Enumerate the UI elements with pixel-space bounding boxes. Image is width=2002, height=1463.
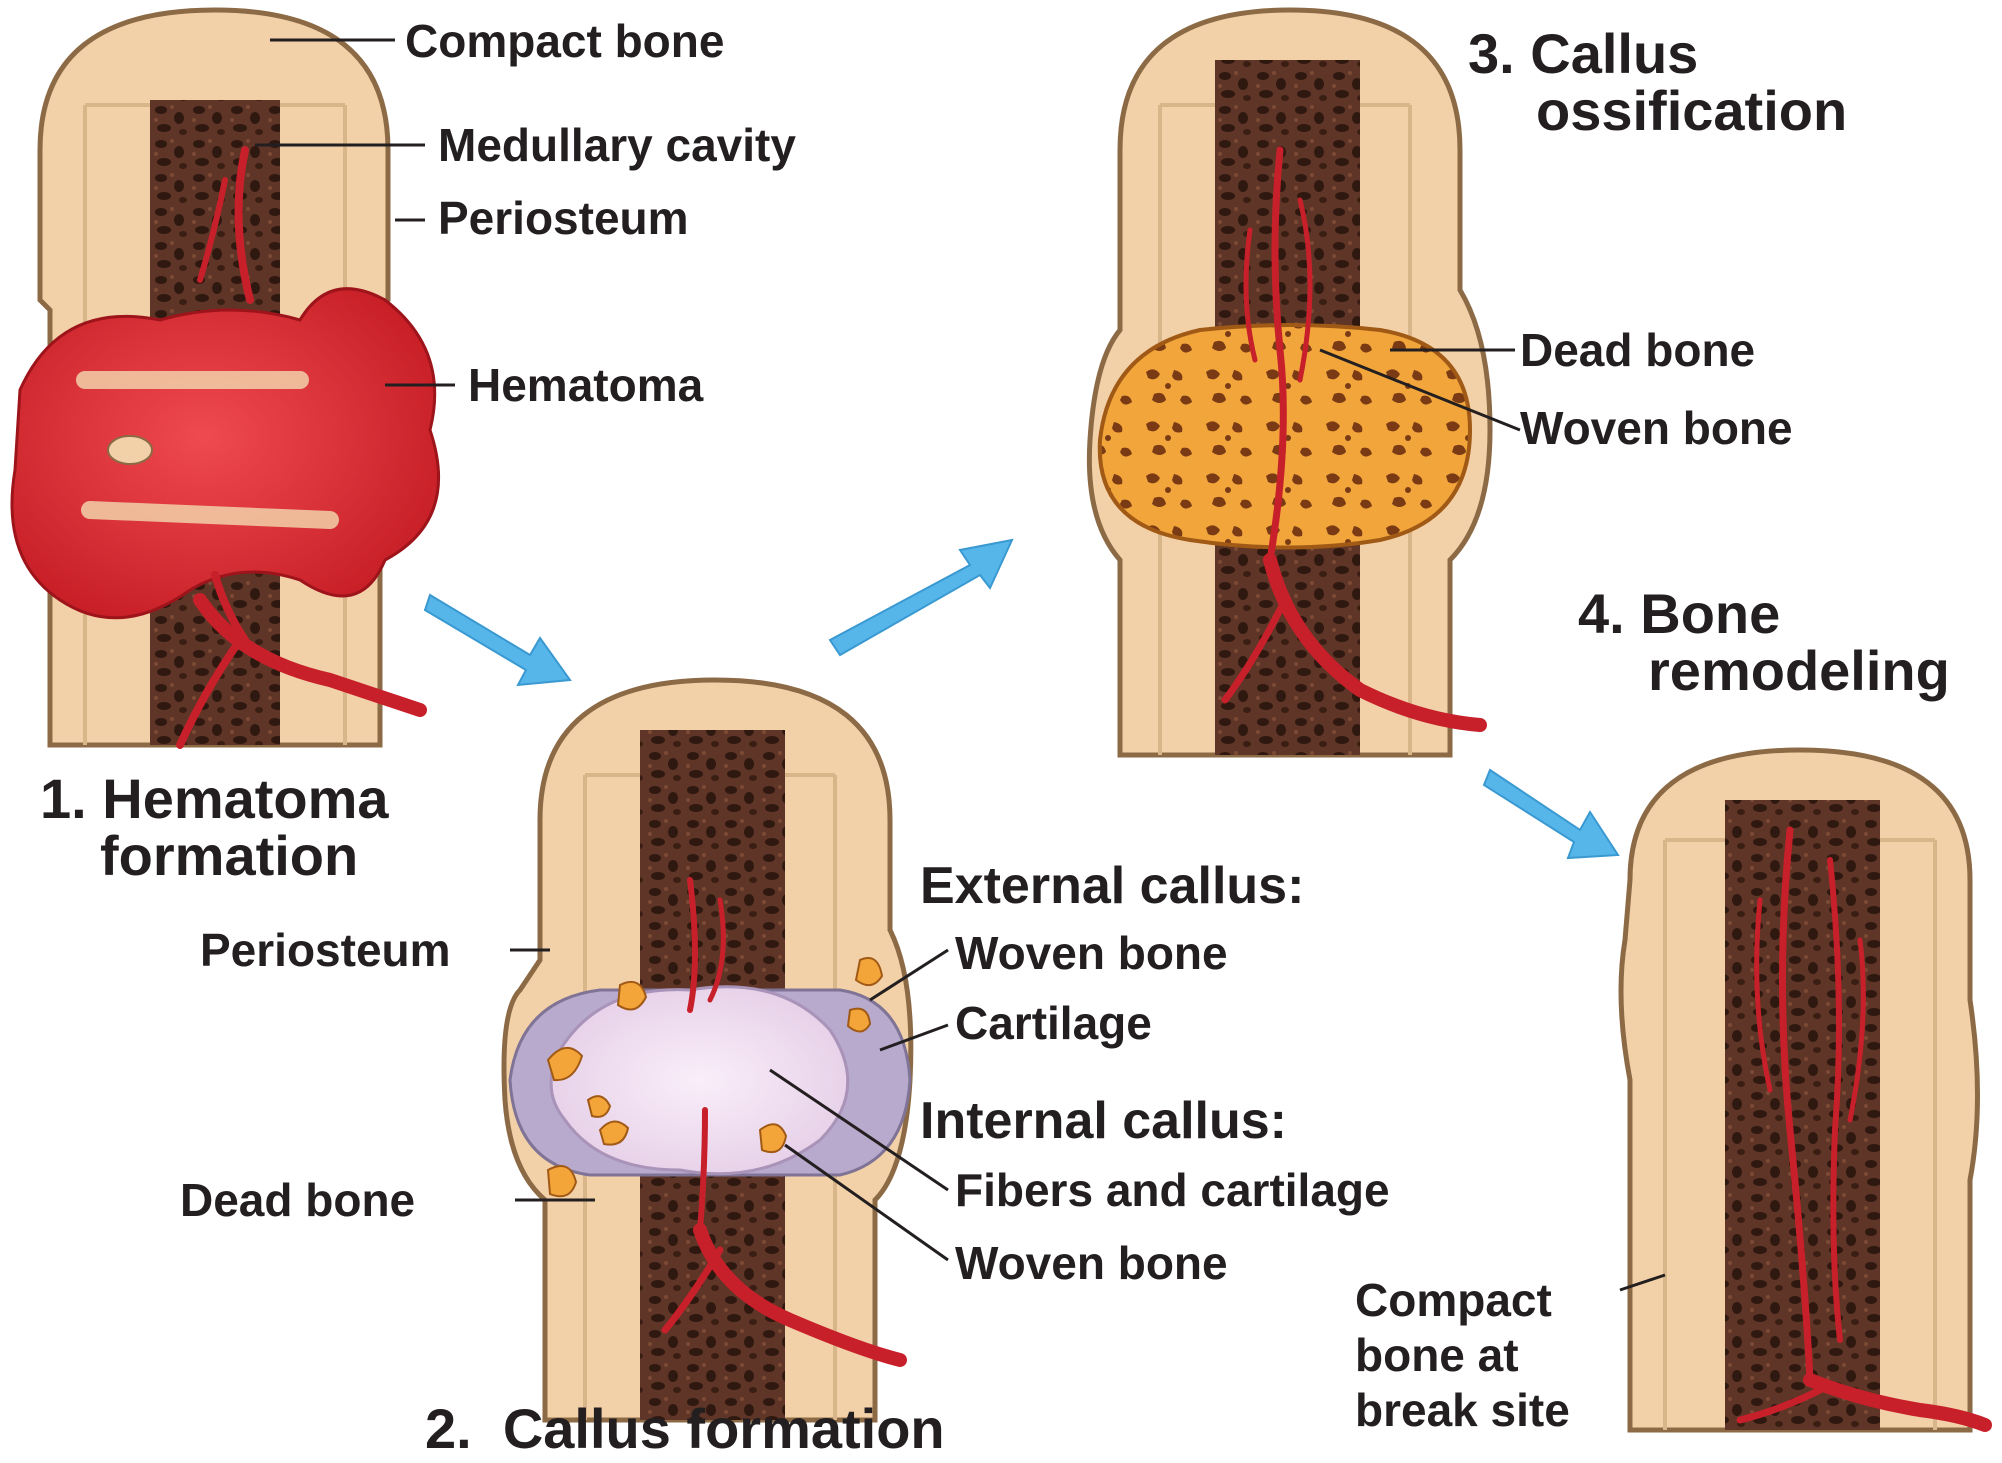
stage-4-title: 4. Bone remodeling bbox=[1578, 585, 1950, 699]
hematoma-mass bbox=[12, 289, 439, 618]
label-medullary-cavity: Medullary cavity bbox=[438, 122, 796, 168]
arrow-1-to-2-icon bbox=[425, 595, 570, 685]
label-hematoma: Hematoma bbox=[468, 362, 703, 408]
label-internal-woven-bone: Woven bone bbox=[955, 1240, 1228, 1286]
label-compact-bone-line3: break site bbox=[1355, 1383, 1570, 1438]
internal-callus-fibers-cartilage bbox=[551, 987, 848, 1174]
stage-2-callus-formation-illustration bbox=[504, 680, 911, 1420]
stage-1-title: 1. Hematoma formation bbox=[40, 770, 389, 884]
label-fibers-and-cartilage: Fibers and cartilage bbox=[955, 1167, 1390, 1213]
stage-3-title-line2: ossification bbox=[1468, 82, 1847, 139]
label-compact-bone-at-break-site: Compact bone at break site bbox=[1355, 1273, 1570, 1439]
label-compact-bone: Compact bone bbox=[405, 18, 724, 64]
stage-1-title-line2: formation bbox=[40, 827, 389, 884]
label-dead-bone-stage-2: Dead bone bbox=[180, 1177, 415, 1223]
label-cartilage: Cartilage bbox=[955, 1000, 1152, 1046]
stage-4-title-line2: remodeling bbox=[1578, 642, 1950, 699]
label-compact-bone-line1: Compact bbox=[1355, 1273, 1570, 1328]
stage-1-hematoma-illustration bbox=[12, 10, 439, 745]
arrow-2-to-3-icon bbox=[830, 540, 1012, 655]
label-periosteum: Periosteum bbox=[438, 195, 689, 241]
label-dead-bone-stage-3: Dead bone bbox=[1520, 327, 1755, 373]
label-external-callus-heading: External callus: bbox=[920, 860, 1304, 912]
label-external-woven-bone: Woven bone bbox=[955, 930, 1228, 976]
stage-4-title-line1: 4. Bone bbox=[1578, 585, 1950, 642]
stage-4-bone-remodeling-illustration bbox=[1621, 750, 1985, 1430]
stage-2-title: 2. Callus formation bbox=[425, 1400, 945, 1457]
arrow-3-to-4-icon bbox=[1484, 770, 1618, 858]
medullary-cavity bbox=[1725, 800, 1880, 1430]
stage-3-callus-ossification-illustration bbox=[1089, 10, 1490, 755]
stage-3-title-line1: 3. Callus bbox=[1468, 25, 1847, 82]
label-compact-bone-line2: bone at bbox=[1355, 1328, 1570, 1383]
label-periosteum-stage-2: Periosteum bbox=[200, 927, 451, 973]
label-internal-callus-heading: Internal callus: bbox=[920, 1095, 1287, 1147]
stage-1-title-line1: 1. Hematoma bbox=[40, 770, 389, 827]
stage-3-title: 3. Callus ossification bbox=[1468, 25, 1847, 139]
label-woven-bone-stage-3: Woven bone bbox=[1520, 405, 1793, 451]
